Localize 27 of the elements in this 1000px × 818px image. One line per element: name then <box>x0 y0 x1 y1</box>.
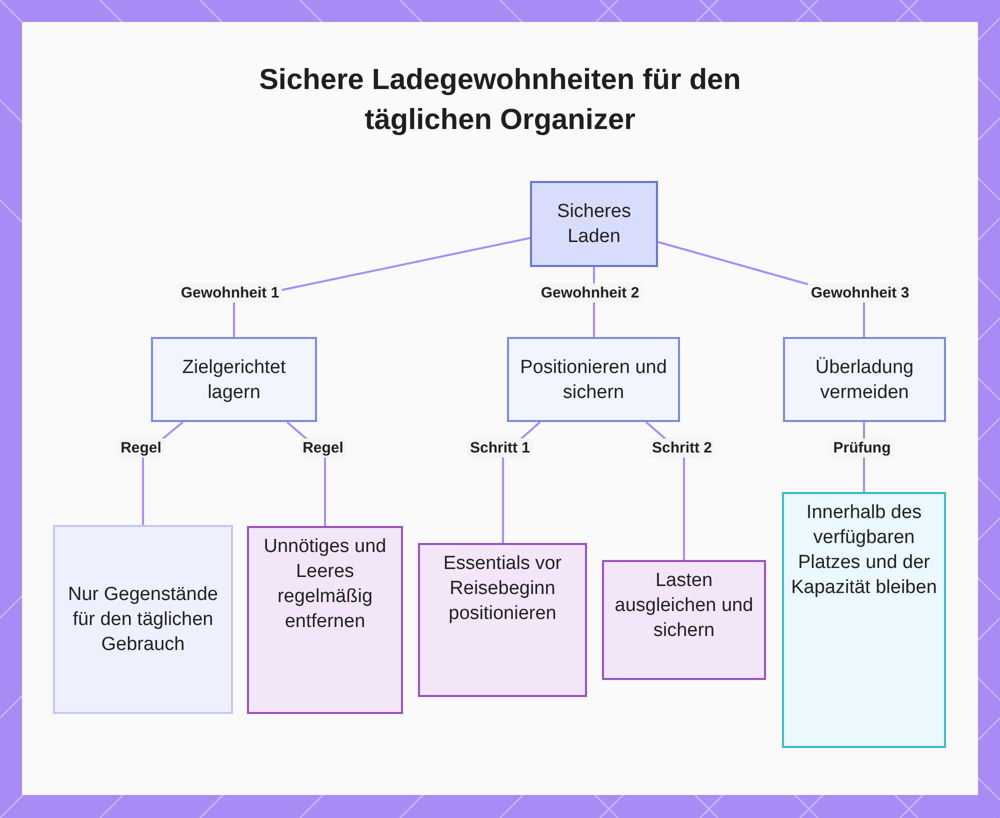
process-box <box>782 492 946 748</box>
process-box <box>530 181 658 267</box>
edge-label: Regel <box>118 438 164 458</box>
edge-label: Regel <box>300 438 346 458</box>
edge-label: Gewohnheit 2 <box>538 284 642 302</box>
edge-label: Schritt 2 <box>649 438 715 458</box>
process-box <box>418 543 587 697</box>
node-text: Innerhalb des verfügbaren Platzes und der Kapazität bleiben <box>790 501 938 600</box>
process-box <box>53 525 233 714</box>
title: Sichere Ladegewohnheiten für den täglichen Organizer <box>258 63 742 138</box>
node-text: Unnötiges und Leeres regelmäßig entfernen <box>262 535 388 634</box>
node-text: Essentials vor Reisebeginn positionieren <box>442 552 563 626</box>
node-text: Nur Gegenstände für den täglichen Gebrauch <box>67 583 219 657</box>
edge-label: Gewohnheit 3 <box>808 284 912 302</box>
process-box <box>151 337 317 422</box>
edge-label: Schritt 1 <box>467 438 533 458</box>
node-text: Zielgerichtet lagern <box>181 356 287 404</box>
node-text: Sicheres Laden <box>556 200 632 249</box>
process-box <box>507 337 680 422</box>
node-text: Positionieren und sichern <box>519 356 668 404</box>
edge-label: Prüfung <box>830 438 894 458</box>
node-text: Überladung vermeiden <box>814 356 915 404</box>
process-box <box>783 337 946 422</box>
edge-label: Gewohnheit 1 <box>178 284 282 302</box>
node-text: Lasten ausgleichen und sichern <box>614 569 754 643</box>
process-box <box>247 526 403 714</box>
process-box <box>602 560 766 680</box>
